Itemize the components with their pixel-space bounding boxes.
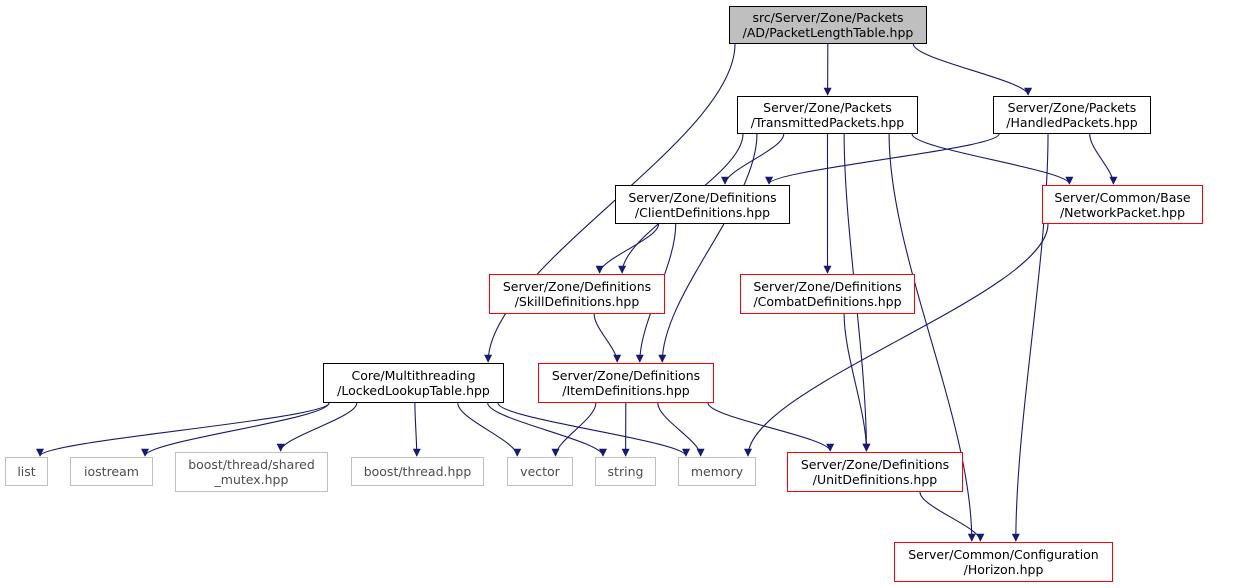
- node-boost-shared-mutex: boost/thread/shared _mutex.hpp: [175, 452, 328, 492]
- node-label-line1: boost/thread.hpp: [363, 464, 472, 479]
- edge-locked-to-shmutex: [276, 402, 358, 452]
- node-label-line1: Server/Zone/Packets: [763, 100, 892, 115]
- node-label-line1: iostream: [84, 464, 139, 479]
- edge-combatdef-to-unitdef: [843, 313, 871, 452]
- node-label-line2: _mutex.hpp: [214, 472, 289, 487]
- node-label-line1: Server/Zone/Definitions: [800, 457, 950, 472]
- node-label-line2: /AD/PacketLengthTable.hpp: [742, 25, 914, 40]
- node-label-line1: Server/Common/Base: [1054, 189, 1191, 205]
- edge-locked-to-vector: [457, 402, 522, 457]
- node-item-definitions[interactable]: Server/Zone/Definitions /ItemDefinitions…: [538, 363, 714, 403]
- node-label-line1: list: [17, 464, 36, 479]
- node-label-line1: vector: [520, 464, 560, 479]
- node-label-line2: /NetworkPacket.hpp: [1059, 204, 1186, 220]
- edge-handled-to-netpacket: [1089, 133, 1118, 185]
- node-locked-lookup-table[interactable]: Core/Multithreading /LockedLookupTable.h…: [323, 363, 504, 403]
- node-label-line2: /ClientDefinitions.hpp: [634, 204, 771, 220]
- node-horizon-config[interactable]: Server/Common/Configuration /Horizon.hpp: [894, 542, 1113, 582]
- edge-transmit-to-netpacket: [911, 133, 1074, 185]
- edge-itemdef-to-unitdef: [707, 402, 835, 452]
- edge-locked-to-string: [487, 402, 607, 457]
- edge-root-to-handled: [912, 43, 1033, 96]
- node-label-line2: /SkillDefinitions.hpp: [514, 294, 640, 309]
- node-skill-definitions[interactable]: Server/Zone/Definitions /SkillDefinition…: [489, 274, 665, 314]
- edge-layer: [36, 43, 1118, 542]
- node-label-line1: string: [607, 464, 644, 479]
- node-transmitted-packets[interactable]: Server/Zone/Packets /TransmittedPackets.…: [737, 96, 918, 134]
- edge-clientdef-to-skilldef: [595, 223, 660, 274]
- edge-locked-to-iostream: [141, 402, 330, 457]
- node-list: list: [5, 457, 48, 486]
- node-packet-length-table: src/Server/Zone/Packets /AD/PacketLength…: [729, 6, 927, 44]
- node-label-line2: /LockedLookupTable.hpp: [337, 383, 490, 398]
- node-label-line2: /Horizon.hpp: [963, 562, 1044, 577]
- node-combat-definitions[interactable]: Server/Zone/Definitions /CombatDefinitio…: [740, 274, 915, 314]
- node-handled-packets[interactable]: Server/Zone/Packets /HandledPackets.hpp: [993, 96, 1151, 134]
- node-label-line2: /HandledPackets.hpp: [1006, 115, 1138, 130]
- edge-locked-to-bthread: [412, 402, 421, 457]
- node-label-line1: boost/thread/shared: [188, 457, 315, 472]
- edge-unitdef-to-horizon: [919, 491, 985, 542]
- node-iostream: iostream: [70, 457, 153, 486]
- edge-transmit-to-clientdef: [721, 133, 785, 185]
- node-label-line1: Core/Multithreading: [351, 368, 476, 383]
- node-label-line2: /UnitDefinitions.hpp: [812, 472, 938, 487]
- node-memory: memory: [678, 457, 756, 486]
- node-string: string: [595, 457, 656, 486]
- node-unit-definitions[interactable]: Server/Zone/Definitions /UnitDefinitions…: [787, 452, 963, 492]
- edge-itemdef-to-vector: [551, 402, 597, 457]
- edge-itemdef-to-memory: [657, 402, 705, 457]
- node-label-line1: Server/Zone/Definitions: [551, 368, 701, 383]
- edge-root-to-locked: [484, 43, 736, 363]
- node-label-line2: /ItemDefinitions.hpp: [562, 383, 690, 398]
- node-boost-thread: boost/thread.hpp: [351, 457, 484, 486]
- node-label-line2: /CombatDefinitions.hpp: [753, 294, 902, 309]
- node-client-definitions[interactable]: Server/Zone/Definitions /ClientDefinitio…: [615, 185, 790, 224]
- node-label-line1: memory: [690, 464, 744, 479]
- node-label-line1: Server/Zone/Definitions: [502, 279, 652, 294]
- node-label-line1: Server/Common/Configuration: [908, 547, 1099, 562]
- edge-transmit-to-horizon: [888, 133, 976, 542]
- node-label-line1: src/Server/Zone/Packets: [752, 10, 904, 25]
- edge-locked-to-memory: [497, 402, 690, 457]
- node-label-line1: Server/Zone/Packets: [1007, 100, 1137, 115]
- edge-transmit-to-itemdef: [658, 133, 758, 363]
- node-label-line2: /TransmittedPackets.hpp: [750, 115, 905, 130]
- node-label-line1: Server/Zone/Definitions: [753, 279, 902, 294]
- edge-skilldef-to-itemdef: [593, 313, 622, 363]
- edge-netpacket-to-memory: [744, 223, 1049, 457]
- edge-handled-to-clientdef: [765, 133, 1000, 185]
- edge-locked-to-list: [36, 402, 330, 457]
- node-vector: vector: [507, 457, 573, 486]
- node-label-line1: Server/Zone/Definitions: [628, 189, 777, 205]
- node-network-packet[interactable]: Server/Common/Base /NetworkPacket.hpp: [1042, 185, 1203, 224]
